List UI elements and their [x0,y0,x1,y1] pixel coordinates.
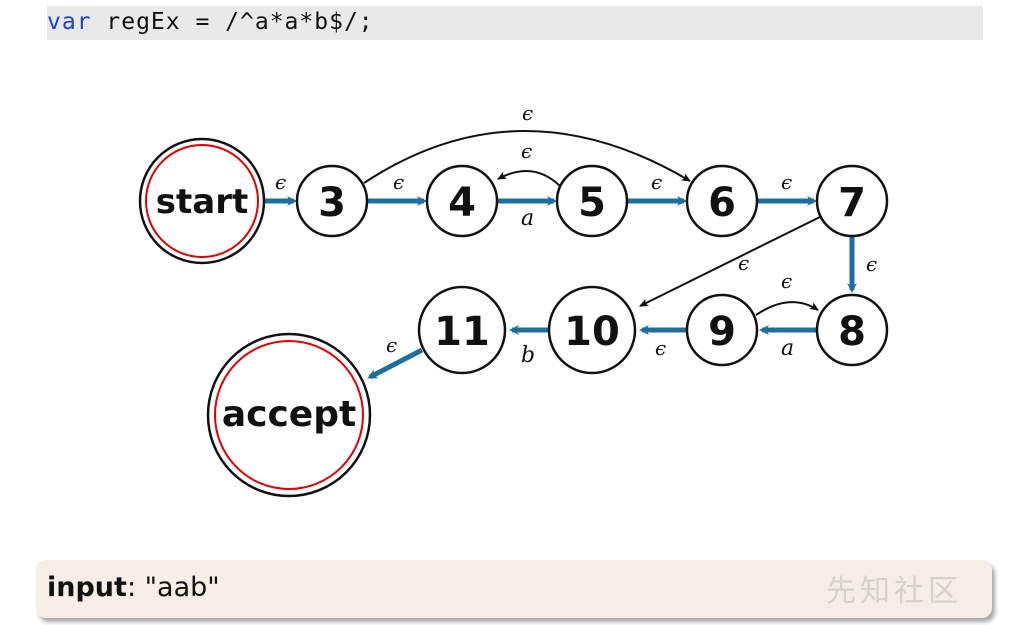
state-label-11: 11 [434,309,490,355]
input-panel: input: "aab" 先知社区 [36,560,992,618]
state-label-3: 3 [318,180,346,226]
label-9-8: ϵ [781,269,792,293]
code-rest: regEx = /^a*a*b$/; [91,9,374,35]
state-label-7: 7 [838,180,866,226]
state-10 [547,285,637,375]
edge-9-8 [755,301,819,316]
input-separator: : [126,572,145,603]
label-7-8: ϵ [866,252,877,276]
label-start-3: ϵ [275,170,286,194]
state-label-accept: accept [222,394,356,435]
states [138,137,889,498]
state-8 [815,293,889,367]
state-start [138,137,266,265]
code-line: var regEx = /^a*a*b$/; [47,9,374,35]
state-6 [685,164,759,238]
label-8-9: a [781,336,794,361]
state-label-4: 4 [448,180,476,226]
state-label-5: 5 [578,180,606,226]
state-label-8: 8 [838,309,866,355]
edge-3-6 [363,130,691,184]
state-accept [206,332,372,498]
edge-labels: ϵ ϵ ϵ ϵ a ϵ ϵ ϵ ϵ ϵ a ϵ b ϵ [275,101,877,368]
state-5 [555,164,629,238]
edge-7-10 [639,215,823,307]
label-5-4: ϵ [521,139,532,163]
label-10-11: b [521,343,535,368]
code-bar: var regEx = /^a*a*b$/; [47,6,983,40]
nfa-diagram: ϵ ϵ ϵ ϵ a ϵ ϵ ϵ ϵ ϵ a ϵ b ϵ sta [138,101,889,498]
label-9-10: ϵ [655,336,666,360]
label-5-6: ϵ [651,170,662,194]
label-6-7: ϵ [781,170,792,194]
state-4 [425,164,499,238]
state-7 [815,164,889,238]
state-3 [295,164,369,238]
state-9 [685,293,759,367]
plain-edges [363,130,823,316]
label-4-5: a [521,206,534,231]
input-value: "aab" [144,572,220,603]
label-7-10: ϵ [738,251,749,275]
label-3-4: ϵ [393,170,404,194]
state-11 [417,285,507,375]
state-label-start: start [156,182,248,222]
edge-5-4 [497,170,561,187]
state-labels: start 3 4 5 6 7 8 9 10 11 accept [156,180,866,435]
label-11-accept: ϵ [386,333,397,357]
state-label-10: 10 [564,309,620,355]
input-line: input: "aab" [47,572,220,603]
input-label: input [47,572,127,603]
state-label-6: 6 [708,180,736,226]
state-label-9: 9 [708,309,736,355]
watermark: 先知社区 [826,574,962,609]
label-3-6: ϵ [522,101,533,125]
code-keyword: var [47,9,92,35]
edge-11-accept [367,347,424,380]
